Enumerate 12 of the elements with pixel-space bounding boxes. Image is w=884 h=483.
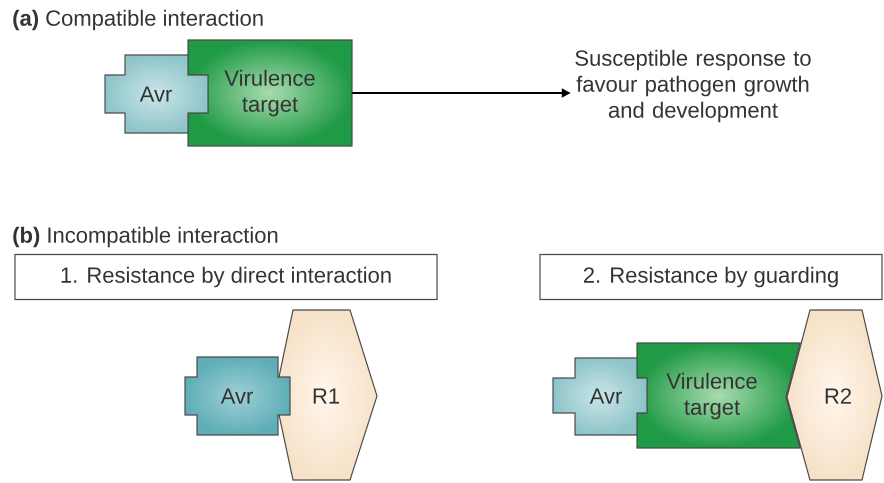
heading-box: 1. Resistance by direct interaction: [14, 254, 438, 300]
resistance-protein: R1: [274, 309, 378, 481]
avr-protein: Avr: [552, 357, 648, 436]
virulence-target: Virulence target: [636, 342, 801, 449]
panel-heading: (b) Incompatible interaction: [13, 226, 278, 248]
heading-box: 2. Resistance by guarding: [539, 254, 883, 300]
virulence-target: Virulence target: [187, 39, 353, 147]
avr-protein: Avr: [184, 356, 291, 436]
avr-protein: Avr: [104, 54, 209, 134]
outcome-text: Susceptible response to favour pathogen growth and development: [575, 50, 811, 122]
panel-heading: (a) Compatible interaction: [13, 10, 263, 30]
resistance-protein: R2: [786, 309, 883, 481]
